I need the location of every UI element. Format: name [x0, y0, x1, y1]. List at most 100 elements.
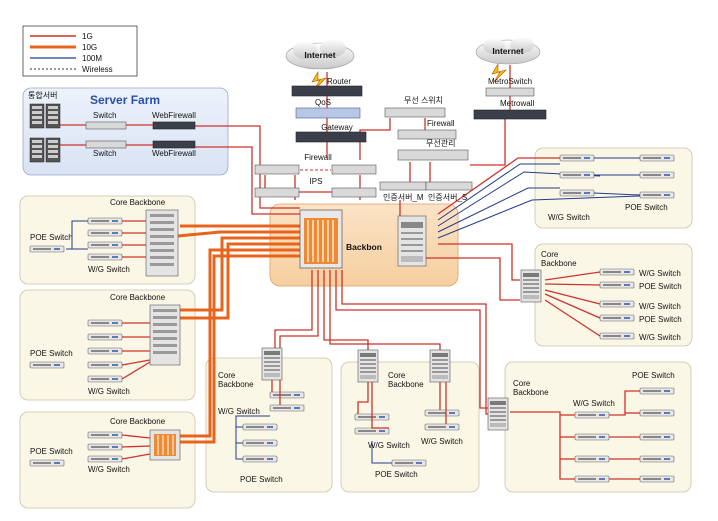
sf-switch-label-1: Switch [93, 111, 117, 120]
gateway-label: Gateway [321, 123, 353, 132]
gateway-device [295, 131, 367, 143]
br-poe-switch [639, 475, 675, 483]
legend-box [22, 25, 138, 77]
bm-wg1-label: W/G Switch [368, 441, 410, 450]
sf-webfirewall-1 [152, 121, 196, 130]
left3-switch [87, 431, 123, 439]
auth-server-s-label: 인증서버_S [428, 192, 467, 202]
left2-poe-switch [29, 361, 65, 369]
br-poe-switch [639, 409, 675, 417]
rm-label-0: W/G Switch [639, 269, 681, 278]
rt-switch [639, 191, 675, 199]
server-icon [45, 103, 61, 129]
bm-poe-switch [391, 459, 427, 467]
server-farm-title: Server Farm [90, 93, 160, 107]
left2-core-label: Core Backbone [110, 293, 166, 302]
firewall-right-device [397, 129, 457, 140]
sf-switch-1 [85, 121, 127, 130]
bm-switch [354, 427, 390, 435]
sf-webfirewall-label-1: WebFirewall [152, 111, 196, 120]
bl-core-label-2: Backbone [218, 380, 254, 389]
backbone-label: Backbon [346, 242, 382, 252]
rm-core-label-2: Backbone [541, 259, 577, 268]
router-label: Router [327, 77, 351, 86]
rm-core-device [520, 269, 542, 303]
left2-switch [87, 333, 123, 341]
left1-core-chassis [145, 209, 179, 277]
bm-wg2-label: W/G Switch [421, 437, 463, 446]
br-switch [574, 411, 610, 419]
metro-switch-device [485, 87, 535, 97]
rt-poe-label: POE Switch [625, 203, 668, 212]
bm-poe-label: POE Switch [375, 470, 418, 479]
rm-switch [599, 332, 635, 340]
bm-core-label-2: Backbone [388, 380, 424, 389]
ips-label: IPS [310, 177, 323, 186]
bottom-right-panel [504, 361, 692, 493]
rt-switch [639, 154, 675, 162]
rm-label-3: POE Switch [639, 315, 682, 324]
left1-core-label: Core Backbone [110, 198, 166, 207]
left3-poe-label: POE Switch [30, 447, 73, 456]
server-farm-panel [22, 87, 229, 176]
rm-core-label-1: Core [541, 250, 559, 259]
qos-label: QoS [315, 98, 331, 107]
sf-switch-label-2: Switch [93, 149, 117, 158]
rm-label-4: W/G Switch [639, 333, 681, 342]
br-poe-label: POE Switch [632, 371, 675, 380]
backbone-chassis [299, 209, 343, 269]
rm-switch [599, 268, 635, 276]
bm-switch [424, 409, 460, 417]
sf-webfirewall-label-2: WebFirewall [152, 149, 196, 158]
left3-core-label: Core Backbone [110, 417, 166, 426]
left1-switch [87, 253, 123, 261]
left2-switch [87, 361, 123, 369]
router-device [291, 85, 363, 97]
left3-core-chassis [149, 429, 181, 461]
left2-switch [87, 347, 123, 355]
left2-switch [87, 319, 123, 327]
left1-poe-switch [29, 245, 65, 253]
sf-webfirewall-2 [152, 140, 196, 149]
bl-switch [242, 455, 278, 463]
left3-switch [87, 455, 123, 463]
left2-wg-label: W/G Switch [88, 387, 130, 396]
metro-switch-label: MetroSwitch [488, 77, 532, 86]
bottom-middle-panel [340, 361, 480, 493]
legend-label-100m: 100M [82, 54, 102, 63]
auth-server-m-label: 인증서버_M [383, 192, 424, 202]
legend-label-10g: 10G [82, 43, 97, 52]
rt-switch [559, 171, 595, 179]
left1-switch [87, 217, 123, 225]
rm-switch [599, 281, 635, 289]
rm-label-1: POE Switch [639, 282, 682, 291]
bl-core-device [261, 347, 283, 381]
bl-wg-label: W/G Switch [218, 407, 260, 416]
wireless-mgmt-device [397, 149, 469, 161]
lightning-icon [491, 62, 507, 83]
firewall-label: Firewall [304, 153, 332, 162]
bl-core-label-1: Core [218, 371, 236, 380]
left1-switch [87, 241, 123, 249]
metrowall-label: Metrowall [500, 99, 534, 108]
left2-core-chassis [149, 304, 181, 366]
bl-poe-label: POE Switch [240, 475, 283, 484]
bl-switch [269, 404, 305, 412]
internet-label-left: Internet [304, 50, 335, 60]
br-core-device [487, 397, 509, 431]
br-poe-switch [639, 455, 675, 463]
ips-device-1 [254, 187, 300, 198]
br-core-label-1: Core [513, 379, 531, 388]
br-switch [574, 455, 610, 463]
auth-server-m-device [379, 181, 427, 191]
wireless-mgmt-label: 무선관리 [426, 138, 455, 148]
left3-wg-label: W/G Switch [88, 465, 130, 474]
bm-switch [424, 423, 460, 431]
firewall-device-2 [331, 164, 377, 175]
left1-poe-label: POE Switch [30, 233, 73, 242]
ips-device-2 [331, 187, 377, 198]
br-poe-switch [639, 387, 675, 395]
left1-switch [87, 229, 123, 237]
legend-label-1g: 1G [82, 32, 93, 41]
